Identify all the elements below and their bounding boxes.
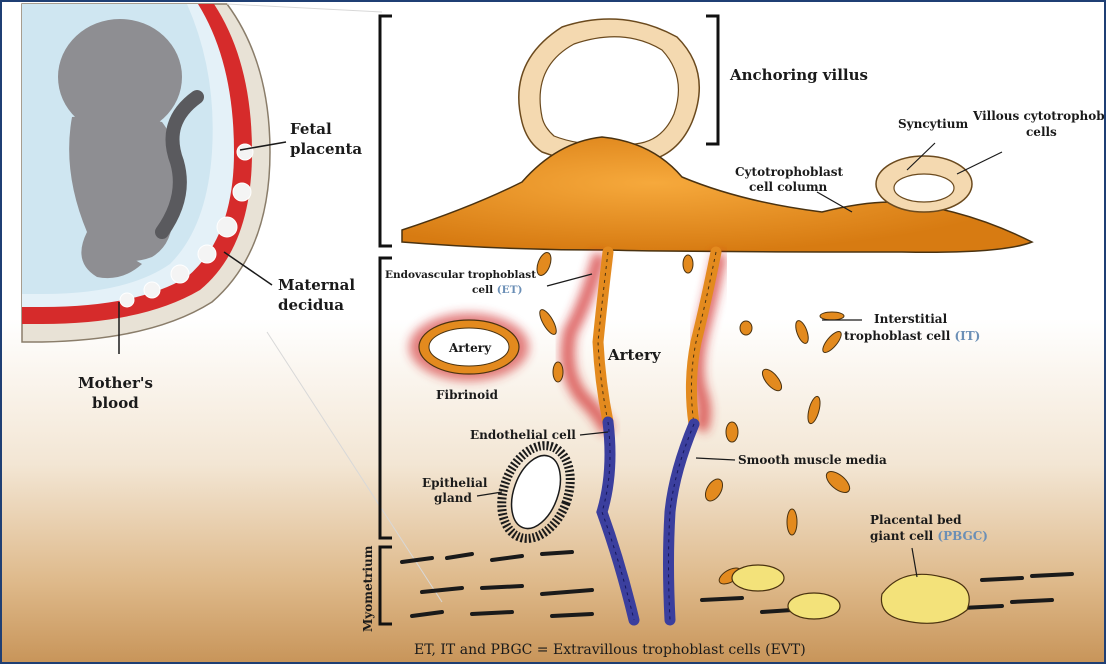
epithelial-gland-label-1: Epithelial	[422, 476, 488, 490]
caption: ET, IT and PBGC = Extravillous trophobla…	[414, 642, 806, 658]
anchoring-villus-label: Anchoring villus	[729, 66, 868, 84]
placental-bed-label-2: giant cell (PBGC)	[870, 529, 988, 543]
myometrium-label: Myometrium	[361, 545, 375, 632]
mothers-blood-label-1: Mother's	[78, 374, 153, 392]
endovascular-label-2: cell (ET)	[472, 284, 522, 296]
maternal-decidua-label-1: Maternal	[278, 276, 355, 294]
smooth-muscle-label: Smooth muscle media	[738, 453, 887, 467]
uterus-illustration	[22, 4, 286, 354]
villous-cytotrophoblast-label-2: cells	[1026, 125, 1057, 139]
endovascular-label-1: Endovascular trophoblast	[385, 269, 536, 281]
maternal-decidua-label-2: decidua	[278, 296, 344, 314]
endothelial-cell-label: Endothelial cell	[470, 428, 576, 442]
placental-bed-label-1: Placental bed	[870, 513, 962, 527]
epithelial-gland-label-2: gland	[434, 491, 472, 505]
epithelial-gland	[490, 436, 583, 548]
artery-small-label: Artery	[448, 341, 492, 355]
mothers-blood-label-2: blood	[92, 394, 139, 412]
interstitial-label-2: trophoblast cell (IT)	[844, 329, 980, 343]
syncytium-ring	[876, 156, 972, 212]
cytotrophoblast-column-label-1: Cytotrophoblast	[735, 165, 844, 179]
interstitial-label-1: Interstitial	[874, 312, 948, 326]
fetal-placenta-label-1: Fetal	[290, 120, 332, 138]
placental-bed-giant-cells	[732, 565, 969, 623]
syncytium-label: Syncytium	[898, 117, 968, 131]
artery-main-label: Artery	[607, 346, 662, 364]
fibrinoid-label: Fibrinoid	[436, 388, 499, 402]
spiral-artery	[568, 252, 720, 620]
cytotrophoblast-column-label-2: cell column	[749, 180, 828, 194]
fetal-placenta-label-2: placenta	[290, 140, 362, 158]
villous-cytotrophoblast-label-1: Villous cytotrophoblast	[972, 109, 1106, 123]
